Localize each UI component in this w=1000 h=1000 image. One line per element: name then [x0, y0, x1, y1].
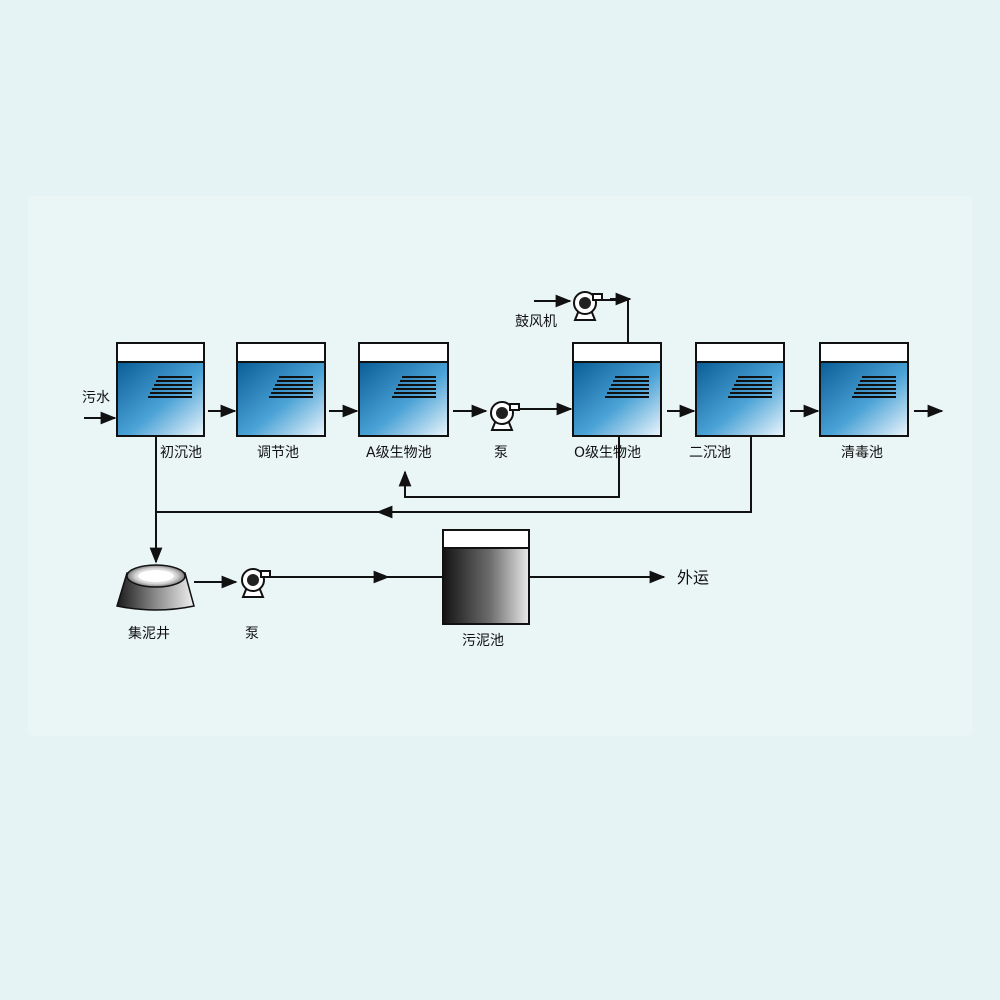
tank-primary-settling — [116, 342, 205, 437]
pump1-label: 泵 — [494, 445, 508, 461]
blower-label: 鼓风机 — [515, 314, 557, 330]
recycle-line — [404, 437, 620, 498]
inflow-label: 污水 — [82, 390, 110, 406]
aerator-plates-icon — [605, 376, 649, 398]
tank-anoxic-bio — [358, 342, 449, 437]
tank5-label: 二沉池 — [689, 445, 731, 461]
aerator-plates-icon — [728, 376, 772, 398]
tank6-label: 清毒池 — [841, 445, 883, 461]
tank-equalization — [236, 342, 326, 437]
aerator-plates-icon — [269, 376, 313, 398]
diagram-panel — [28, 196, 972, 736]
well-label: 集泥井 — [128, 625, 170, 642]
tank3-label: A级生物池 — [366, 445, 432, 461]
aerator-plates-icon — [852, 376, 896, 398]
sludge-well-icon — [116, 564, 195, 611]
sludge-tank — [442, 529, 530, 625]
tank-disinfection — [819, 342, 909, 437]
tank-aerobic-bio — [572, 342, 662, 437]
tank2-label: 调节池 — [257, 445, 299, 461]
tank-secondary-settling — [695, 342, 785, 437]
outflow-label: 外运 — [677, 568, 709, 587]
flow-lines — [84, 292, 944, 589]
pump2-label: 泵 — [245, 626, 259, 642]
sludge-tank-label: 污泥池 — [462, 633, 504, 649]
tank1-label: 初沉池 — [160, 444, 202, 461]
tank4-label: O级生物池 — [574, 445, 641, 461]
blower-air-line — [602, 299, 629, 342]
pump-icon — [490, 401, 520, 431]
aerator-plates-icon — [148, 376, 192, 398]
sludge-collection-line — [156, 437, 752, 513]
sludge-pump-icon — [241, 568, 271, 598]
aerator-plates-icon — [392, 376, 436, 398]
blower-icon — [573, 291, 603, 321]
